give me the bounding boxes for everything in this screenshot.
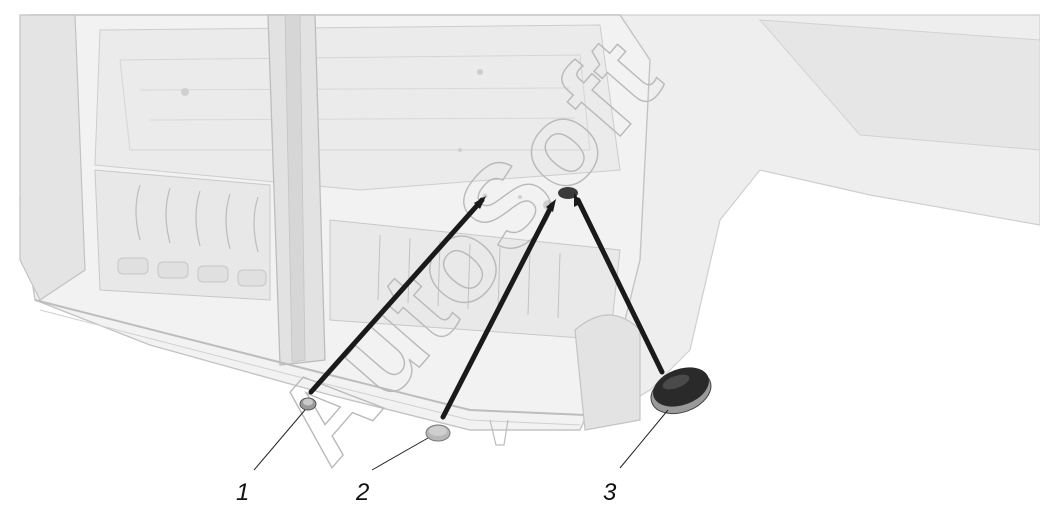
arrow-3-head <box>574 193 582 207</box>
arrow-1 <box>308 197 485 395</box>
arrow-2-head <box>546 199 556 212</box>
callout-number-3: 3 <box>603 479 617 506</box>
arrow-3 <box>575 197 665 375</box>
leader-1 <box>253 409 306 471</box>
part-3-oval-plug <box>650 367 712 415</box>
callout-number-1: 1 <box>236 479 249 506</box>
leader-2 <box>371 437 429 471</box>
part-1-small-plug <box>299 397 317 411</box>
leader-3 <box>619 409 669 469</box>
callout-number-2: 2 <box>355 479 369 506</box>
arrow-1-head <box>474 196 486 209</box>
callout-labels: 1 2 3 <box>236 479 617 506</box>
vehicle-body-illustration <box>19 14 1040 446</box>
arrow-2 <box>440 202 555 420</box>
callout-arrows <box>308 193 665 420</box>
part-2-round-plug <box>425 424 451 442</box>
leader-lines <box>253 409 669 471</box>
